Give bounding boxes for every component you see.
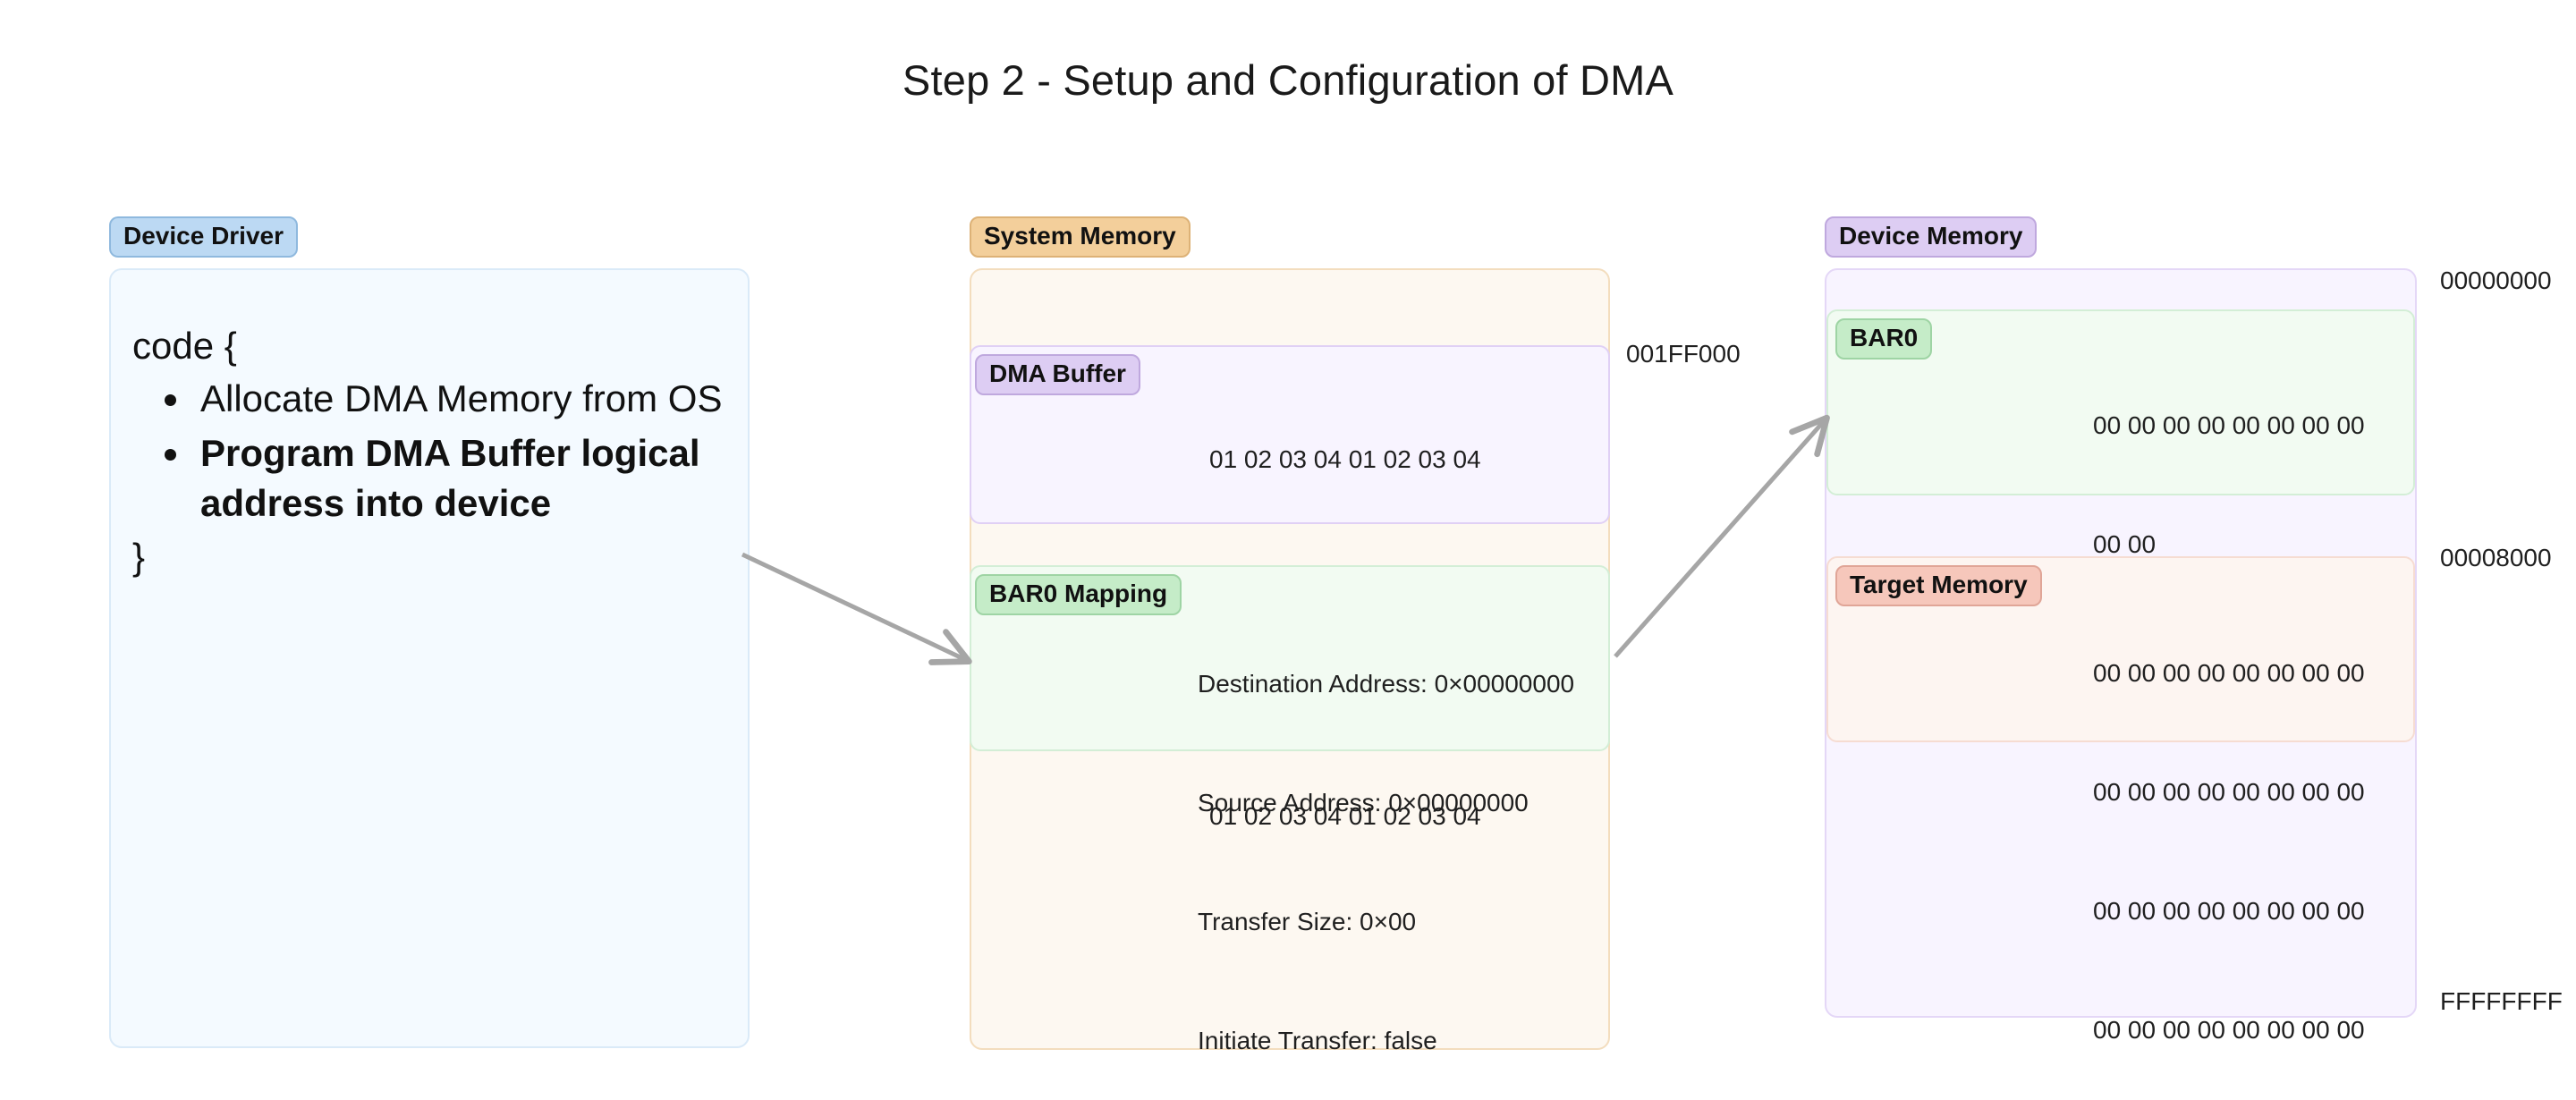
code-close-brace: } bbox=[132, 536, 146, 579]
address-label-mid: 00008000 bbox=[2440, 544, 2552, 571]
block-tag-dma-buffer: DMA Buffer bbox=[975, 354, 1140, 396]
field-initiate-transfer: Initiate Transfer: false bbox=[1198, 1026, 1437, 1054]
hex-row: 00 00 00 00 00 00 00 00 bbox=[2093, 896, 2365, 925]
panel-device-driver bbox=[109, 268, 750, 1048]
block-tag-bar0: BAR0 bbox=[1835, 318, 1933, 360]
device-driver-bullet-list: Allocate DMA Memory from OS Program DMA … bbox=[132, 374, 741, 528]
arrow-bar0-mapping-to-bar0 bbox=[1614, 414, 1830, 658]
block-tag-bar0-mapping: BAR0 Mapping bbox=[975, 574, 1182, 616]
device-driver-code-block: code { Allocate DMA Memory from OS Progr… bbox=[132, 322, 741, 581]
column-tag-device-driver: Device Driver bbox=[109, 216, 299, 258]
address-label-bottom: FFFFFFFF bbox=[2440, 987, 2563, 1015]
column-tag-device-memory: Device Memory bbox=[1825, 216, 2038, 258]
hex-row: 00 00 bbox=[2093, 530, 2157, 559]
address-label-top: 00000000 bbox=[2440, 267, 2552, 294]
field-source-address: Source Address: 0×00000000 bbox=[1198, 789, 1529, 817]
code-open-brace: code { bbox=[132, 325, 237, 367]
list-item: Program DMA Buffer logical address into … bbox=[193, 428, 741, 528]
field-destination-address: Destination Address: 0×00000000 bbox=[1198, 670, 1575, 698]
bar0-hex-dump: 00 00 00 00 00 00 00 00 00 00 bbox=[2093, 327, 2365, 605]
arrow-driver-to-bar0-mapping bbox=[741, 552, 972, 665]
target-memory-hex-dump: 00 00 00 00 00 00 00 00 00 00 00 00 00 0… bbox=[2093, 575, 2365, 1089]
hex-row: 00 00 00 00 00 00 00 00 bbox=[2093, 778, 2365, 807]
page-title: Step 2 - Setup and Configuration of DMA bbox=[902, 56, 1674, 104]
list-item: Allocate DMA Memory from OS bbox=[193, 374, 741, 423]
bar0-mapping-fields: Destination Address: 0×00000000 Source A… bbox=[1198, 586, 1574, 1100]
column-tag-system-memory: System Memory bbox=[970, 216, 1191, 258]
address-label-system-memory: 001FF000 bbox=[1626, 340, 1741, 368]
hex-row: 01 02 03 04 01 02 03 04 bbox=[1209, 445, 1481, 474]
hex-row: 00 00 00 00 00 00 00 00 bbox=[2093, 411, 2365, 440]
hex-row: 01 02 03 04 01 02 03 04 bbox=[1209, 801, 1481, 830]
hex-row: 00 00 00 00 00 00 00 00 bbox=[2093, 1015, 2365, 1044]
hex-row: 00 00 00 00 00 00 00 00 bbox=[2093, 659, 2365, 688]
field-transfer-size: Transfer Size: 0×00 bbox=[1198, 907, 1417, 935]
block-tag-target-memory: Target Memory bbox=[1835, 565, 2042, 607]
